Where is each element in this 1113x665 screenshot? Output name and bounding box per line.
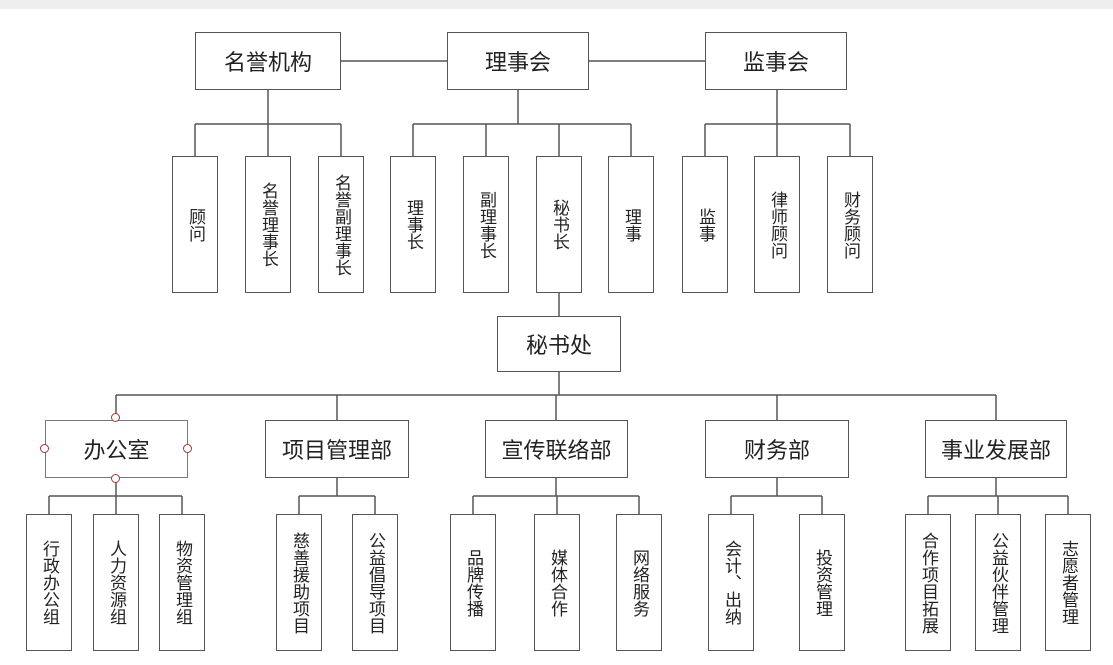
role-secretary-general-box[interactable]: 秘书长 xyxy=(536,156,582,293)
secretariat-box[interactable]: 秘书处 xyxy=(497,316,621,372)
role-honorary-chairman-box[interactable]: 名誉理事长 xyxy=(245,156,291,293)
department-finance-box[interactable]: 财务部 xyxy=(705,420,849,478)
group-brand-communication-box[interactable]: 品牌传播 xyxy=(450,514,496,651)
department-office-box[interactable]: 办公室 xyxy=(45,420,188,478)
resize-handle-right[interactable] xyxy=(183,444,192,453)
group-admin-office-box[interactable]: 行政办公组 xyxy=(26,514,72,651)
group-network-services-box[interactable]: 网络服务 xyxy=(616,514,662,651)
role-legal-advisor-box[interactable]: 律师顾问 xyxy=(754,156,800,293)
honorary-institution-box[interactable]: 名誉机构 xyxy=(195,32,341,90)
group-public-advocacy-projects-box[interactable]: 公益倡导项目 xyxy=(352,514,398,651)
group-investment-management-box[interactable]: 投资管理 xyxy=(799,514,845,651)
role-advisor-box[interactable]: 顾问 xyxy=(172,156,218,293)
resize-handle-left[interactable] xyxy=(40,444,49,453)
group-volunteer-management-box[interactable]: 志愿者管理 xyxy=(1045,514,1091,651)
group-materials-management-box[interactable]: 物资管理组 xyxy=(159,514,205,651)
department-project-management-box[interactable]: 项目管理部 xyxy=(265,420,409,478)
role-director-box[interactable]: 理事 xyxy=(608,156,654,293)
resize-handle-top[interactable] xyxy=(111,413,120,422)
department-business-development-box[interactable]: 事业发展部 xyxy=(925,420,1067,478)
group-partner-management-box[interactable]: 公益伙伴管理 xyxy=(975,514,1021,651)
role-financial-advisor-box[interactable]: 财务顾问 xyxy=(827,156,873,293)
role-honorary-vice-chairman-box[interactable]: 名誉副理事长 xyxy=(318,156,364,293)
group-accounting-cashier-box[interactable]: 会计、出纳 xyxy=(708,514,754,651)
role-supervisor-box[interactable]: 监事 xyxy=(682,156,728,293)
group-cooperation-expansion-box[interactable]: 合作项目拓展 xyxy=(905,514,951,651)
top-bar xyxy=(0,0,1113,9)
group-charity-aid-projects-box[interactable]: 慈善援助项目 xyxy=(276,514,322,651)
group-media-cooperation-box[interactable]: 媒体合作 xyxy=(534,514,580,651)
group-human-resources-box[interactable]: 人力资源组 xyxy=(93,514,139,651)
department-publicity-liaison-box[interactable]: 宣传联络部 xyxy=(485,420,628,478)
supervisory-board-box[interactable]: 监事会 xyxy=(705,32,847,90)
council-box[interactable]: 理事会 xyxy=(447,32,589,90)
role-vice-chairman-box[interactable]: 副理事长 xyxy=(463,156,509,293)
resize-handle-bottom[interactable] xyxy=(111,474,120,483)
role-chairman-box[interactable]: 理事长 xyxy=(390,156,436,293)
